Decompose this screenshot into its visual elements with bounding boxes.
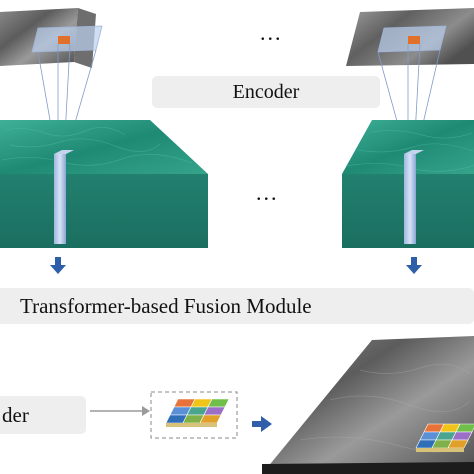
down-arrow-icon-left xyxy=(50,257,66,274)
output-patch-box xyxy=(150,391,238,439)
encoder-label-box: Encoder xyxy=(152,76,380,108)
output-map xyxy=(262,336,474,474)
grid-cell xyxy=(207,398,230,408)
feature-column-left xyxy=(54,154,66,244)
color-grid-small xyxy=(165,398,230,427)
gray-right-arrow-icon xyxy=(90,406,150,416)
grid-base xyxy=(166,423,217,427)
patch-orange-left xyxy=(58,36,70,44)
feature-column-right xyxy=(404,154,416,244)
decoder-label: der xyxy=(2,402,29,427)
input-image-left xyxy=(0,8,103,68)
ellipsis-top: ... xyxy=(260,20,283,45)
feature-block-right xyxy=(342,120,474,248)
fusion-module-label-box: Transformer-based Fusion Module xyxy=(0,288,474,324)
ellipsis-middle: ... xyxy=(256,180,279,205)
color-grid-large xyxy=(415,423,474,452)
input-image-right xyxy=(346,8,474,66)
down-arrows xyxy=(50,257,422,274)
grid-base xyxy=(416,448,464,452)
patch-orange-right xyxy=(408,36,420,44)
decoder-label-box: der xyxy=(0,396,86,434)
blue-right-arrow-icon xyxy=(252,416,272,432)
feature-block-left xyxy=(0,120,208,248)
down-arrow-icon-right xyxy=(406,257,422,274)
fusion-module-label: Transformer-based Fusion Module xyxy=(20,293,312,318)
grid-cell xyxy=(199,414,222,424)
grid-cell xyxy=(203,406,226,416)
encoder-label: Encoder xyxy=(232,80,300,103)
